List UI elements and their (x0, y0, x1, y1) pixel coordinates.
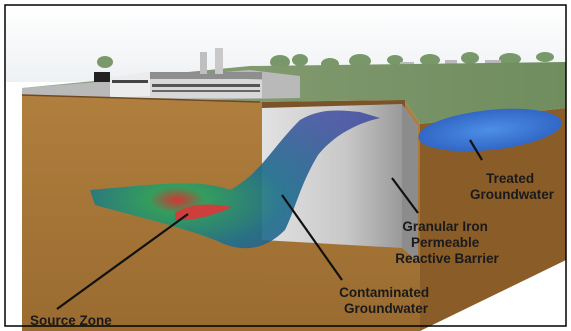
source-pointer (56, 213, 189, 310)
contaminated-plume (90, 110, 380, 249)
barrier-pointer (391, 177, 419, 214)
pointer-lines (56, 139, 483, 310)
treated-pointer (469, 139, 483, 161)
reactive-barrier-edge (402, 104, 418, 262)
storage-unit (94, 72, 110, 82)
source-zone-core (175, 204, 232, 221)
tree-line (97, 52, 554, 70)
soil-side-face (420, 108, 566, 331)
factory-building (94, 48, 262, 98)
barrier-label: Granular Iron Permeable Reactive Barrier (395, 219, 499, 266)
treated-groundwater-label: Treated Groundwater (470, 171, 555, 202)
smokestack (200, 52, 207, 74)
source-zone-label: Source Zone (30, 313, 112, 328)
contaminated-pointer (281, 194, 343, 281)
treated-groundwater-pool (418, 108, 562, 152)
contaminated-groundwater-label: Contaminated Groundwater (339, 285, 433, 316)
diagram-border (4, 4, 567, 327)
smokestack (215, 48, 223, 74)
